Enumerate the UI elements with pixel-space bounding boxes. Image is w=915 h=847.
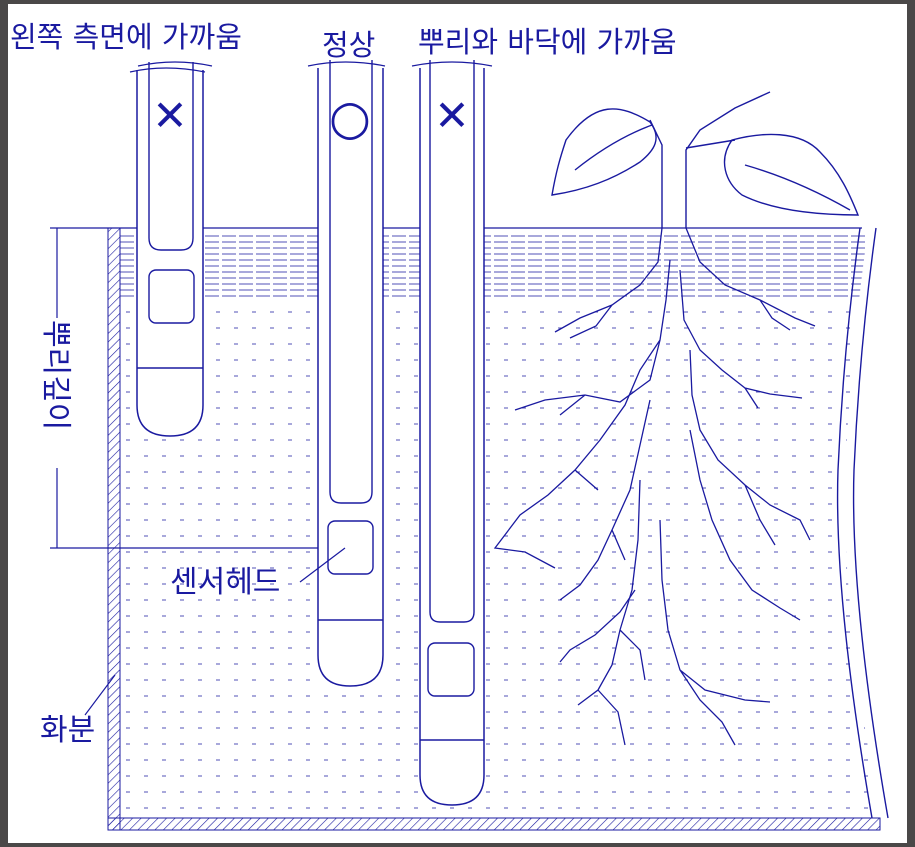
tube-middle-body bbox=[318, 68, 383, 686]
cross-mark-right: ✕ bbox=[434, 91, 469, 140]
sensor-head-left bbox=[148, 269, 195, 324]
pot-right-edge bbox=[836, 227, 873, 819]
root-depth-label-bg bbox=[38, 318, 76, 468]
leaf-left-vein bbox=[574, 124, 653, 171]
plant bbox=[551, 91, 860, 228]
sensor-head-label: 센서헤드 bbox=[170, 565, 280, 600]
plant-branch bbox=[685, 139, 736, 149]
pot-label: 화분 bbox=[40, 713, 95, 748]
sensor-tube-middle: ○ bbox=[307, 60, 386, 687]
sensor-head-right bbox=[427, 642, 475, 697]
sensor-tube-left: ✕ bbox=[129, 61, 213, 437]
tube-middle-inner bbox=[329, 60, 373, 504]
tube-middle-break bbox=[307, 61, 386, 67]
tube-right-break bbox=[411, 61, 493, 67]
sensor-head-leader-line bbox=[299, 547, 346, 583]
pot-right-edge-outer bbox=[852, 227, 889, 819]
pot bbox=[107, 227, 889, 831]
root-depth-label: 뿌리깊이 bbox=[38, 320, 73, 430]
tube-left-body bbox=[137, 70, 203, 436]
leaf-right bbox=[723, 133, 860, 216]
tube-left-break bbox=[129, 67, 206, 73]
pot-leader-line bbox=[84, 674, 116, 716]
label-normal: 정상 bbox=[322, 28, 375, 62]
soil bbox=[120, 235, 870, 809]
label-left-side: 왼쪽 측면에 가까움 bbox=[10, 20, 242, 54]
tube-middle-outer bbox=[317, 68, 384, 687]
tube-right-inner bbox=[429, 60, 475, 623]
tube-right-outer bbox=[419, 68, 485, 806]
sensor-head-middle bbox=[327, 520, 374, 575]
leaf-left bbox=[551, 108, 657, 196]
tube-left-inner bbox=[148, 62, 194, 251]
sensor-tube-right: ✕ bbox=[411, 60, 493, 806]
tube-left-outer bbox=[136, 70, 204, 437]
cross-mark-left: ✕ bbox=[152, 91, 187, 140]
root-depth-dimension: 뿌리깊이 bbox=[38, 228, 345, 549]
leaf-right-vein bbox=[744, 164, 851, 211]
circle-mark-middle: ○ bbox=[329, 90, 371, 146]
plant-stem bbox=[649, 91, 771, 228]
pot-bottom-wall bbox=[107, 817, 881, 831]
roots bbox=[493, 227, 816, 746]
pot-left-wall bbox=[107, 227, 121, 831]
tube-left-break2 bbox=[137, 61, 213, 67]
label-near-root-bottom: 뿌리와 바닥에 가까움 bbox=[418, 25, 677, 59]
